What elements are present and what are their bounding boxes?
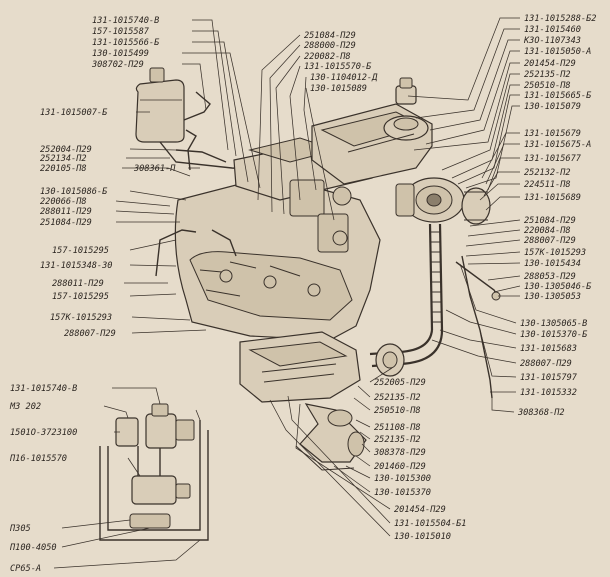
label-right: 131-1015332 bbox=[520, 388, 577, 398]
label-left: 220066-П8 bbox=[40, 197, 87, 207]
label-right: 130-1305065-В bbox=[520, 319, 587, 329]
label-right: 224511-П8 bbox=[524, 180, 571, 190]
label-inset: МЗ 202 bbox=[9, 402, 41, 412]
label-right: КЗО-1107343 bbox=[523, 36, 581, 46]
label-inset: П100-4050 bbox=[9, 543, 57, 553]
label-bottom: 252135-П2 bbox=[374, 435, 421, 445]
label-left: 157-1015295 bbox=[52, 292, 109, 302]
label-bottom: 250510-П8 bbox=[374, 406, 421, 416]
label-bottom: 201454-П29 bbox=[394, 505, 446, 515]
labels-inset: 131-1015740-В МЗ 202 1501О-3723100 П16-1… bbox=[9, 384, 77, 574]
label-inset: СР65-А bbox=[10, 564, 41, 574]
label-bottom: 201460-П29 bbox=[374, 462, 426, 472]
label-bottom: 131-1015504-Б1 bbox=[394, 519, 466, 529]
labels-right: 131-1015288-Б2 131-1015460 КЗО-1107343 1… bbox=[517, 14, 596, 418]
label-top: 130-1104012-Д bbox=[310, 73, 378, 83]
label-left: 288011-П29 bbox=[40, 207, 92, 217]
leader-lines bbox=[53, 17, 521, 569]
label-right: 131-1015677 bbox=[524, 154, 582, 164]
label-right: 131-1015288-Б2 bbox=[524, 14, 596, 24]
label-bottom: 308378-П29 bbox=[373, 448, 426, 458]
label-right: 288053-П29 bbox=[524, 272, 576, 282]
label-right: 130-1305053 bbox=[524, 292, 581, 302]
label-bottom: 251108-П8 bbox=[374, 423, 421, 433]
label-right: 131-1015683 bbox=[520, 344, 577, 354]
label-bottom: 252005-П29 bbox=[374, 378, 426, 388]
label-right: 130-1015370-Б bbox=[520, 330, 588, 340]
fuel-tank bbox=[135, 67, 211, 171]
label-right: 131-1015665-Б bbox=[524, 91, 592, 101]
label-left: 130-1015499 bbox=[92, 49, 149, 59]
label-left: 157-1015295 bbox=[52, 246, 109, 256]
labels-left: 131-1015740-В 157-1015587 131-1015566-Б … bbox=[40, 16, 176, 339]
label-left: 251084-П29 bbox=[40, 218, 92, 228]
label-top: 220082-П8 bbox=[304, 52, 351, 62]
corrugated-hose bbox=[369, 223, 444, 368]
label-right: 131-1015050-А bbox=[524, 47, 591, 57]
label-inset: П305 bbox=[9, 524, 31, 534]
label-left: 131-1015740-В bbox=[92, 16, 159, 26]
label-right: 131-1015679 bbox=[524, 129, 581, 139]
labels-bottom: 252005-П29 252135-П2 250510-П8 251108-П8… bbox=[373, 378, 466, 542]
label-inset: 131-1015740-В bbox=[10, 384, 77, 394]
blower-fan bbox=[395, 177, 491, 225]
label-bottom: 130-1015300 bbox=[374, 474, 431, 484]
label-left: 220105-П8 bbox=[40, 164, 87, 174]
label-right: 288007-П29 bbox=[524, 236, 576, 246]
engine-block bbox=[174, 183, 381, 341]
label-left: 157К-1015293 bbox=[50, 313, 112, 323]
label-right: 252132-П2 bbox=[524, 168, 571, 178]
label-left: 130-1015086-Б bbox=[40, 187, 108, 197]
label-right: 251084-П29 bbox=[524, 216, 576, 226]
label-bottom: 130-1015010 bbox=[394, 532, 451, 542]
label-top: 288000-П29 bbox=[304, 41, 356, 51]
label-left: 308361-П bbox=[133, 164, 176, 174]
label-left: 308702-П29 bbox=[91, 60, 144, 70]
parts-artwork bbox=[99, 67, 501, 541]
label-left: 131-1015348-30 bbox=[40, 261, 112, 271]
label-right: 252135-П2 bbox=[524, 70, 571, 80]
heat-exchanger bbox=[239, 331, 405, 403]
labels-top: 251084-П29 288000-П29 220082-П8 131-1015… bbox=[304, 31, 378, 94]
label-right: 130-1305046-Б bbox=[524, 282, 592, 292]
label-right: 201454-П29 bbox=[524, 59, 576, 69]
label-left: 288011-П29 bbox=[52, 279, 104, 289]
label-left: 157-1015587 bbox=[92, 27, 150, 37]
label-left: 252004-П29 bbox=[40, 145, 92, 155]
label-right: 220084-П8 bbox=[524, 226, 571, 236]
inset-pump-assembly bbox=[99, 403, 209, 541]
heater-radiator bbox=[311, 77, 433, 185]
label-right: 131-1015675-А bbox=[524, 140, 591, 150]
exhaust-pipe bbox=[295, 403, 367, 471]
label-bottom: 252135-П2 bbox=[374, 393, 421, 403]
label-left: 131-1015566-Б bbox=[92, 38, 160, 48]
label-right: 288007-П29 bbox=[520, 359, 572, 369]
label-left: 252134-П2 bbox=[40, 154, 87, 164]
label-right: 131-1015689 bbox=[524, 193, 581, 203]
label-right: 131-1015460 bbox=[524, 25, 581, 35]
label-bottom: 130-1015370 bbox=[374, 488, 431, 498]
label-inset: П16-1015570 bbox=[9, 454, 67, 464]
label-top: 251084-П29 bbox=[304, 31, 356, 41]
label-right: 131-1015797 bbox=[520, 373, 578, 383]
label-right: 157К-1015293 bbox=[524, 248, 586, 258]
label-right: 308368-П2 bbox=[517, 408, 565, 418]
label-inset: 1501О-3723100 bbox=[10, 428, 77, 438]
label-top: 131-1015570-Б bbox=[304, 62, 372, 72]
label-left: 288007-П29 bbox=[64, 329, 116, 339]
label-right: 130-1015434 bbox=[524, 259, 581, 269]
label-right: 130-1015079 bbox=[524, 102, 581, 112]
label-top: 130-1015089 bbox=[310, 84, 367, 94]
label-right: 250510-П8 bbox=[524, 81, 571, 91]
label-left: 131-1015007-Б bbox=[40, 108, 108, 118]
